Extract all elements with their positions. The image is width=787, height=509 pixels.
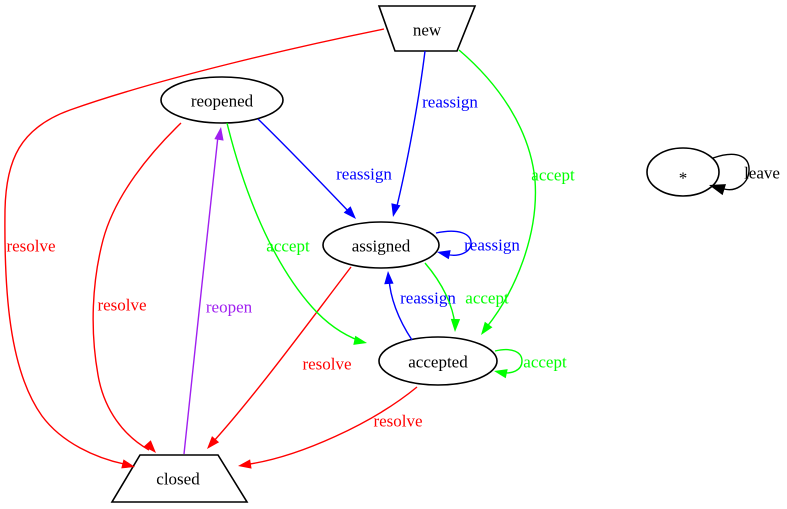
node-new-shape (377, 5, 477, 52)
edge-reopened-closed-arrowhead-icon (143, 440, 156, 453)
edge-new-accepted-path (458, 49, 537, 329)
edge-star-star-label: leave (744, 164, 780, 183)
node-reopened-shape (160, 76, 284, 124)
edge-new-accepted-label: accept (531, 166, 575, 185)
edge-new-accepted: accept (458, 49, 575, 335)
node-closed-label: closed (156, 470, 200, 489)
node-accepted-label: accepted (408, 353, 468, 372)
edge-assigned-assigned: reassign (435, 230, 520, 260)
edge-assigned-accepted: accept (424, 262, 509, 332)
edge-new-assigned: reassign (391, 50, 478, 217)
edge-reopened-accepted-label: accept (266, 237, 310, 256)
edge-accepted-accepted-path (494, 348, 523, 374)
edge-accepted-assigned-label: reassign (400, 289, 456, 308)
edge-accepted-accepted-arrowhead-icon (494, 369, 508, 379)
node-assigned-label: assigned (352, 237, 411, 256)
node-assigned (322, 221, 440, 269)
node-new-label: new (413, 21, 442, 40)
edge-reopened-closed-label: resolve (97, 296, 146, 315)
edge-star-star: leave (709, 153, 780, 196)
edge-reopened-assigned-arrowhead-icon (343, 206, 356, 219)
edge-assigned-assigned-label: reassign (464, 236, 520, 255)
edge-reopened-assigned: reassign (257, 118, 392, 219)
edge-closed-reopened-label: reopen (206, 298, 253, 317)
edge-star-star-path (712, 153, 750, 191)
edge-accepted-accepted: accept (494, 348, 567, 379)
node-accepted-shape (378, 336, 498, 386)
edge-assigned-closed-arrowhead-icon (207, 436, 220, 449)
node-assigned-shape (322, 221, 440, 269)
edge-new-assigned-path (395, 50, 426, 211)
edge-assigned-assigned-arrowhead-icon (437, 250, 451, 260)
edge-star-star-arrowhead-icon (709, 184, 726, 196)
node-closed-shape (110, 454, 249, 503)
edge-accepted-assigned-arrowhead-icon (384, 271, 394, 285)
edge-accepted-closed: resolve (238, 386, 423, 469)
edge-reopened-closed: resolve (92, 122, 182, 453)
edge-accepted-assigned-path (388, 277, 413, 341)
edge-closed-reopened-arrowhead-icon (214, 127, 224, 141)
node-accepted (378, 336, 498, 386)
edge-new-closed-label: resolve (6, 237, 55, 256)
node-star (646, 147, 720, 197)
edge-assigned-closed-label: resolve (302, 355, 351, 374)
edge-assigned-assigned-path (435, 230, 472, 256)
node-star-shape (646, 147, 720, 197)
node-reopened-label: reopened (191, 92, 254, 111)
node-reopened (160, 76, 284, 124)
edge-assigned-accepted-arrowhead-icon (450, 318, 461, 332)
edge-new-closed-arrowhead-icon (121, 459, 135, 469)
edge-new-closed-path (4, 28, 385, 465)
node-star-label: * (679, 169, 688, 188)
edge-reopened-accepted-arrowhead-icon (353, 335, 367, 345)
edge-new-accepted-arrowhead-icon (481, 321, 493, 335)
edge-new-assigned-arrowhead-icon (391, 203, 401, 217)
edge-closed-reopened-path (183, 135, 219, 455)
edge-accepted-closed-path (249, 386, 418, 465)
edge-reopened-accepted: accept (226, 122, 367, 345)
edge-closed-reopened: reopen (183, 127, 253, 455)
edge-reopened-accepted-path (226, 122, 361, 342)
edge-new-assigned-label: reassign (422, 93, 478, 112)
edge-accepted-closed-label: resolve (373, 412, 422, 431)
edge-assigned-accepted-label: accept (465, 289, 509, 308)
node-closed (110, 454, 249, 503)
edge-assigned-closed-path (212, 266, 352, 443)
edge-reopened-assigned-label: reassign (336, 165, 392, 184)
edge-accepted-accepted-label: accept (523, 353, 567, 372)
edge-reopened-assigned-path (257, 118, 351, 214)
edge-assigned-closed: resolve (207, 266, 352, 449)
edge-accepted-closed-arrowhead-icon (238, 459, 252, 469)
node-new (377, 5, 477, 52)
edge-accepted-assigned: reassign (384, 271, 456, 341)
edge-reopened-closed-path (92, 122, 182, 451)
edge-new-closed: resolve (4, 28, 385, 469)
